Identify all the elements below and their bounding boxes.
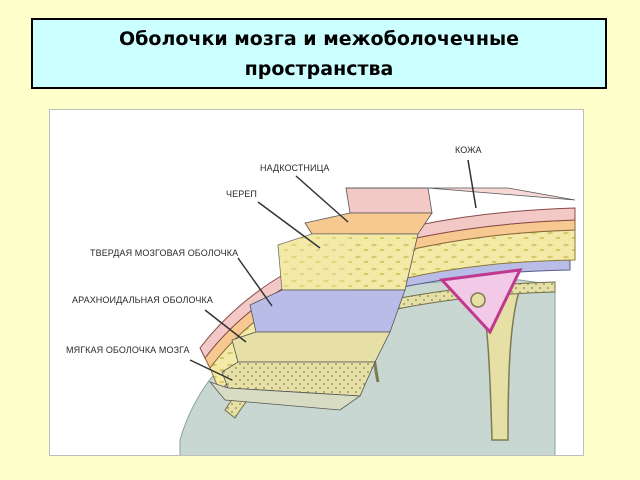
- label-periosteum: НАДКОСТНИЦА: [260, 163, 329, 173]
- label-dura-mater: ТВЕРДАЯ МОЗГОВАЯ ОБОЛОЧКА: [90, 248, 238, 258]
- dura-leader: [237, 257, 273, 307]
- label-skull: ЧЕРЕП: [226, 189, 257, 199]
- skin-leader: [467, 159, 477, 209]
- meninges-illustration: КОЖА НАДКОСТНИЦА ЧЕРЕП ТВЕРДАЯ МОЗГОВАЯ …: [66, 145, 576, 455]
- title-box: Оболочки мозга и межоболочечные простран…: [31, 18, 607, 89]
- pia-block: [221, 361, 376, 397]
- arachnoid-block: [231, 331, 391, 363]
- dura-block: [249, 289, 406, 333]
- meninges-diagram: КОЖА НАДКОСТНИЦА ЧЕРЕП ТВЕРДАЯ МОЗГОВАЯ …: [49, 109, 584, 456]
- arachnoid-leader: [204, 309, 247, 343]
- pia-leader: [189, 359, 233, 381]
- label-skin: КОЖА: [455, 145, 482, 155]
- periosteum-block: [304, 212, 433, 235]
- page-title: Оболочки мозга и межоболочечные простран…: [118, 27, 520, 80]
- arachnoid-granulation: [470, 292, 486, 308]
- label-arachnoid: АРАХНОИДАЛЬНАЯ ОБОЛОЧКА: [72, 295, 213, 305]
- skull-block: [277, 233, 419, 291]
- skull-leader: [257, 201, 321, 249]
- periosteum-leader: [295, 175, 349, 223]
- label-pia-mater: МЯГКАЯ ОБОЛОЧКА МОЗГА: [66, 345, 190, 355]
- skin-block: [345, 187, 433, 214]
